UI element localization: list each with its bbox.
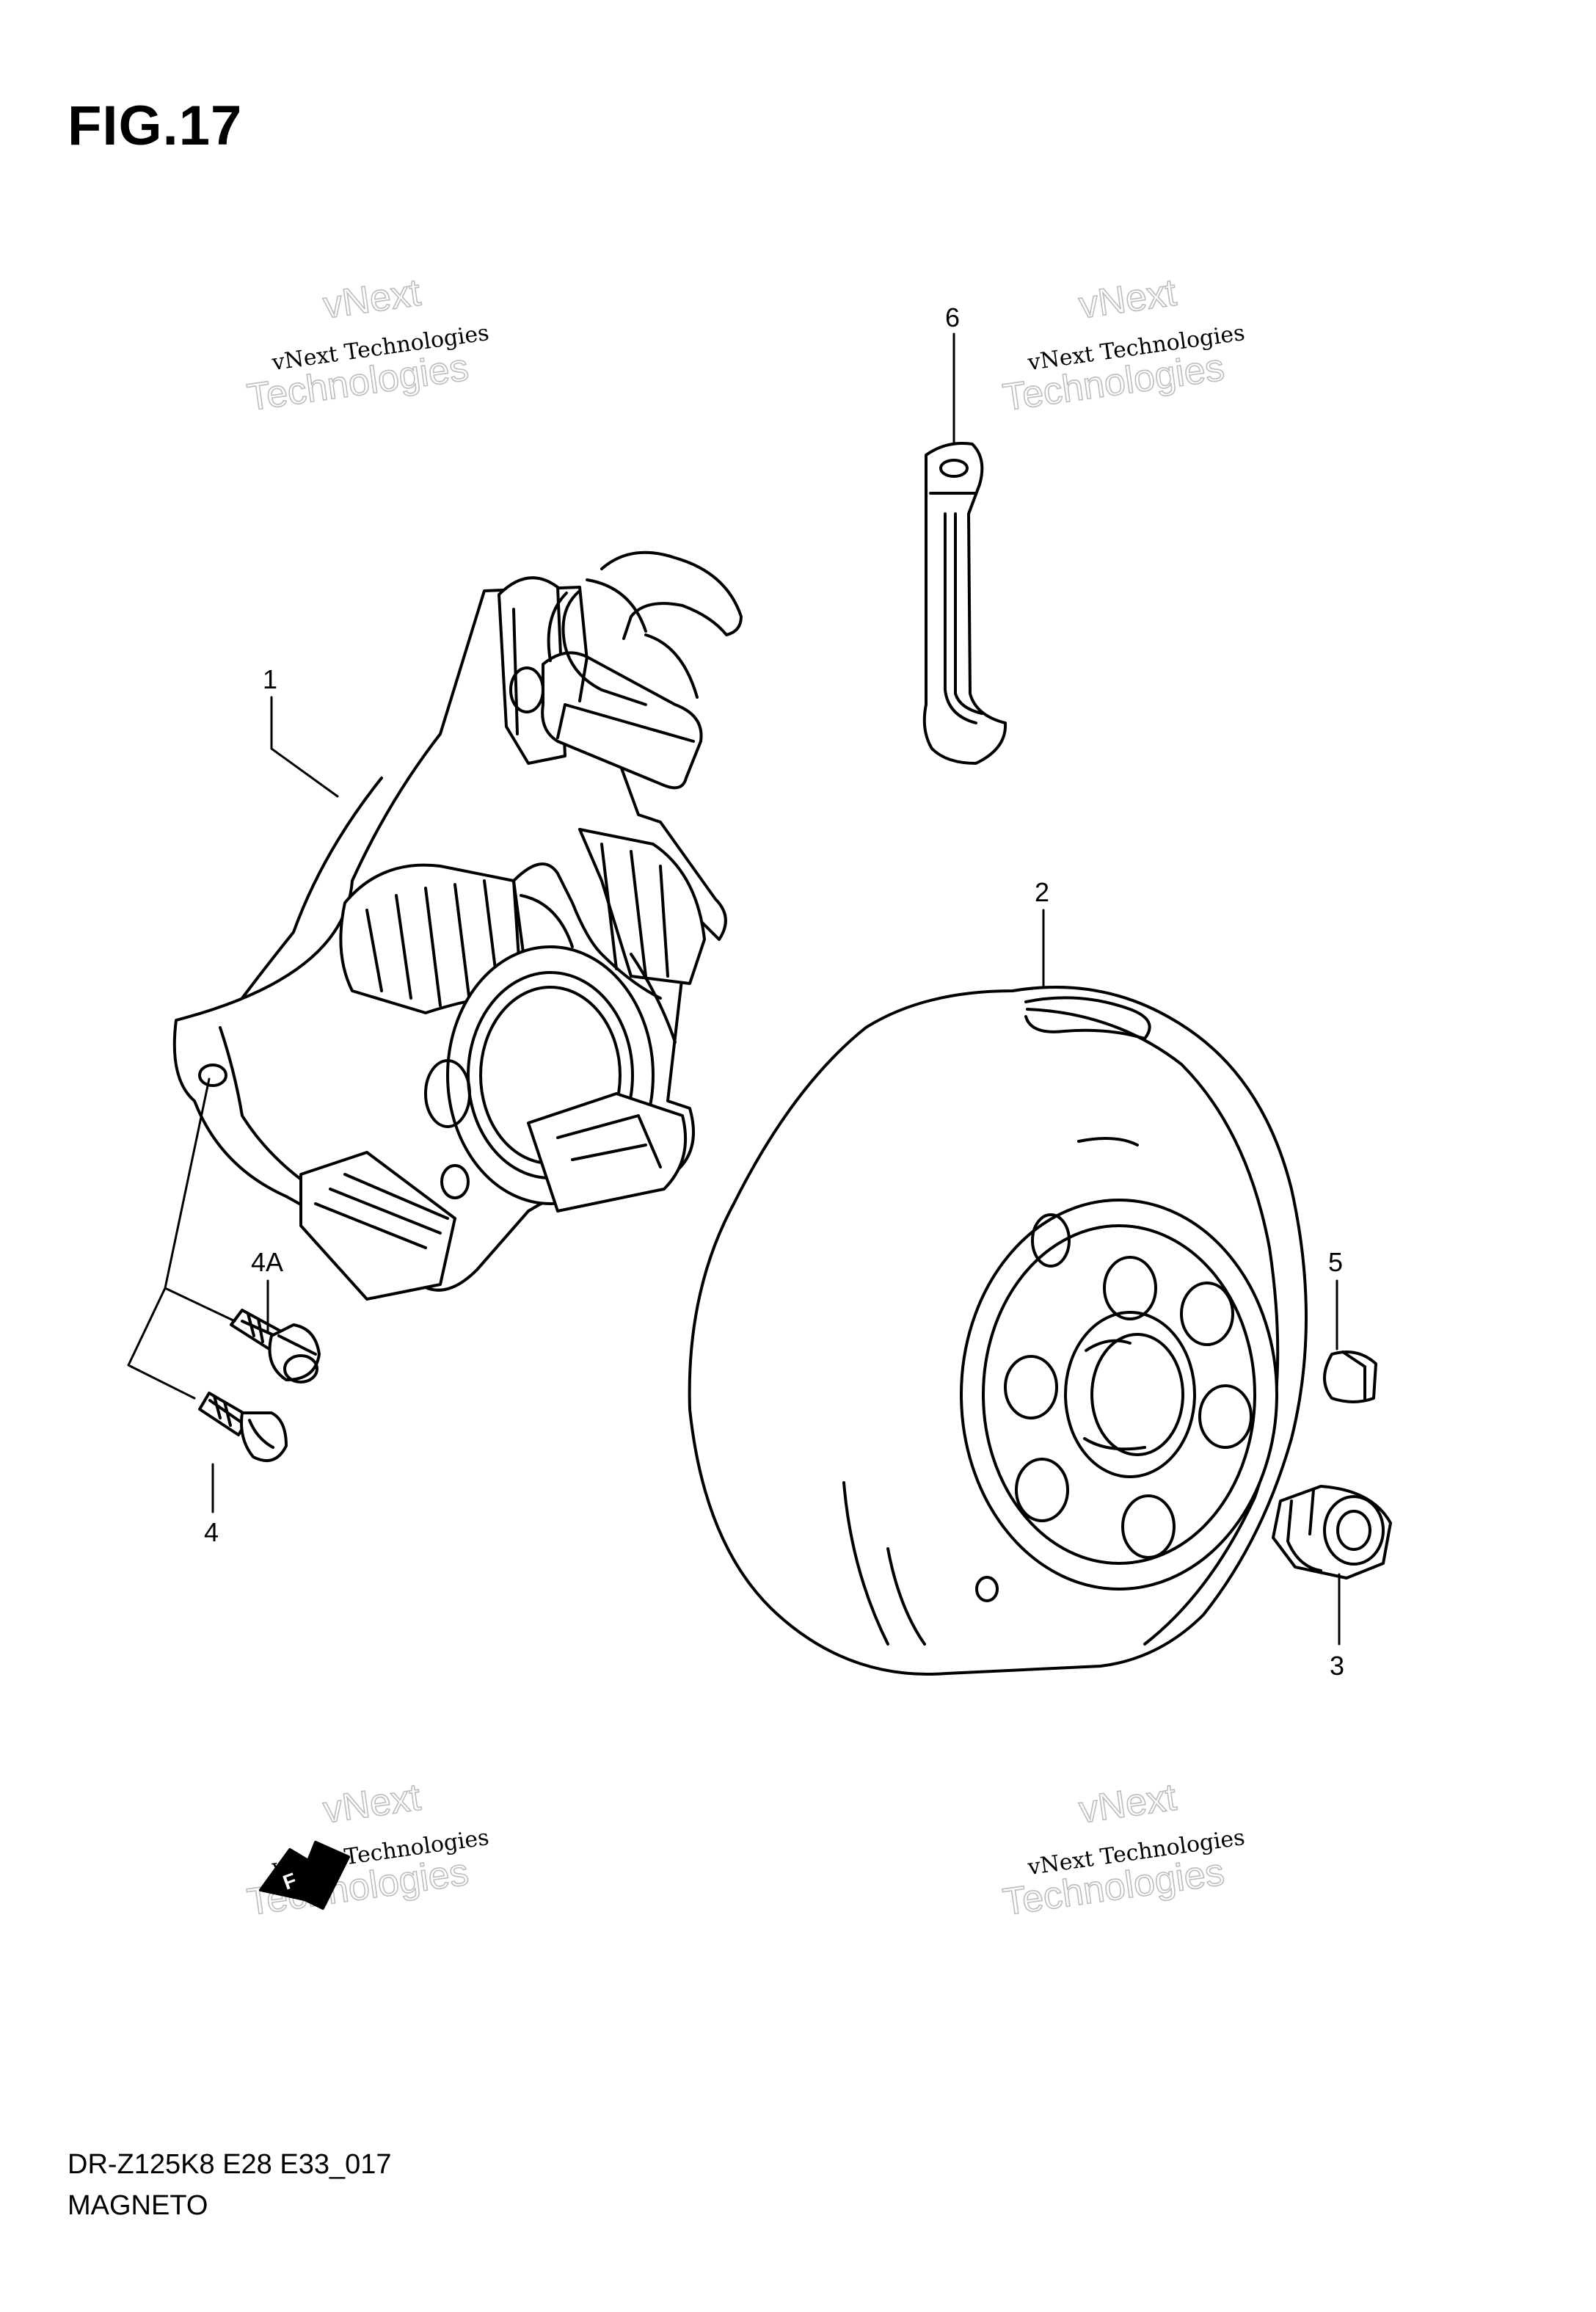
- model-code: DR-Z125K8 E28 E33_017: [68, 2149, 392, 2180]
- leader-line-fastener-group: [127, 1077, 236, 1400]
- stator-drawing: [172, 550, 743, 1301]
- leader-line-part-1: [270, 696, 339, 798]
- figure-title: FIG.17: [68, 95, 243, 157]
- watermark-2: vNext vNext Technologies Technologies: [1000, 271, 1247, 420]
- leader-lines: [127, 332, 1341, 1646]
- nut-drawing: [1272, 1485, 1392, 1579]
- clamp-drawing: [922, 442, 1007, 765]
- callout-part-4: 4: [204, 1517, 219, 1547]
- watermark-5: vNext vNext Technologies Technologies: [244, 1775, 491, 1924]
- screw-drawing: [198, 1392, 288, 1462]
- flywheel-drawing: [688, 986, 1308, 1676]
- woodruff-key-drawing: [1323, 1351, 1377, 1403]
- watermark-vnext: vNext: [321, 272, 423, 327]
- callout-part-3: 3: [1330, 1651, 1344, 1681]
- section-name: MAGNETO: [68, 2190, 208, 2221]
- watermark-vnext: vNext: [321, 1776, 423, 1832]
- watermark-6: vNext vNext Technologies Technologies: [1000, 1775, 1247, 1924]
- front-direction-badge: F: [259, 1841, 350, 1910]
- callout-part-2: 2: [1035, 877, 1049, 907]
- watermark-vnext: vNext: [1076, 272, 1179, 327]
- callout-part-4a: 4A: [251, 1247, 283, 1277]
- flange-bolt-drawing: [230, 1309, 321, 1384]
- watermark-vnext: vNext: [1076, 1776, 1179, 1832]
- callout-part-6: 6: [945, 302, 960, 332]
- callout-part-5: 5: [1328, 1247, 1343, 1277]
- callout-part-1: 1: [263, 664, 277, 694]
- watermark-1: vNext vNext Technologies Technologies: [244, 271, 491, 420]
